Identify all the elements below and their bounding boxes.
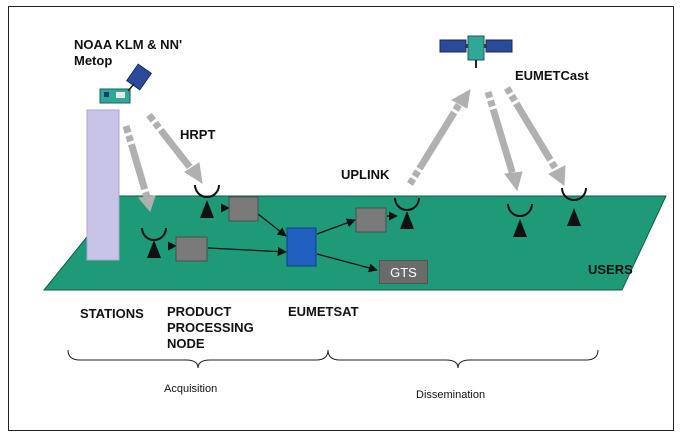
dish-icon	[141, 227, 167, 258]
acquisition-label: Acquisition	[164, 383, 218, 395]
product-processing-node-label: PRODUCT PROCESSING NODE	[167, 304, 254, 352]
dish-icon	[194, 184, 220, 218]
dish-icon	[507, 203, 533, 237]
diagram-frame	[8, 6, 674, 431]
eumetsat-box	[286, 227, 317, 267]
product-label-line3: NODE	[167, 336, 205, 351]
processing-box	[355, 207, 387, 233]
beam-downlink-1	[484, 90, 523, 192]
polar-satellite-icon	[99, 63, 152, 104]
eumetsat-label: EUMETSAT	[288, 304, 359, 319]
eumetcast-label: EUMETCast	[515, 68, 589, 83]
polar-satellite-label-line1: NOAA KLM & NN'	[74, 37, 183, 52]
flow-arrows	[167, 203, 398, 273]
acquisition-brace	[67, 349, 329, 369]
dish-icon	[561, 187, 587, 226]
beam-downlink-2	[504, 86, 566, 186]
product-label-line1: PRODUCT	[167, 304, 232, 319]
uplink-label: UPLINK	[341, 167, 390, 182]
product-label-line2: PROCESSING	[167, 320, 254, 335]
processing-box	[228, 196, 259, 222]
polar-satellite-label-line2: Metop	[74, 53, 113, 68]
hrpt-label: HRPT	[180, 127, 216, 142]
station-tower	[86, 109, 120, 261]
dish-icon	[394, 197, 420, 229]
dissemination-brace	[327, 349, 599, 369]
users-label: USERS	[588, 262, 633, 277]
beam-uplink	[407, 89, 471, 186]
beam-polar-to-left-station	[122, 125, 156, 213]
dissemination-label: Dissemination	[416, 389, 486, 401]
gts-box: GTS	[379, 260, 428, 284]
polar-satellite-label: NOAA KLM & NN' Metop	[74, 37, 182, 69]
stations-label: STATIONS	[80, 306, 144, 321]
geo-satellite-icon	[439, 35, 513, 68]
processing-box	[175, 236, 208, 262]
beam-polar-to-right-station	[146, 112, 203, 185]
ground-plane	[42, 195, 667, 291]
